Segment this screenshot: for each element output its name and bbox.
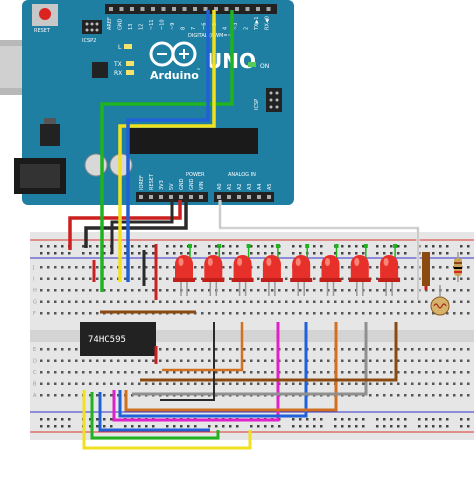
wire-bottom-blue: [98, 392, 210, 432]
row-letter: D: [33, 359, 37, 365]
photoresistor: [422, 252, 450, 316]
brand-label: Arduino: [150, 69, 199, 82]
row-letter: I: [33, 277, 34, 283]
row-letter: G: [33, 300, 37, 306]
power-pin-label: RESET: [149, 173, 155, 190]
wire-bottom-green: [90, 392, 220, 440]
digital-pin-label: AREF: [107, 17, 113, 30]
digital-pin-label: 8: [181, 27, 187, 30]
digital-pin-label: ~6: [202, 23, 208, 30]
analog-pin-label: A5: [267, 183, 273, 190]
digital-pin-label: 12: [139, 24, 145, 30]
tx-label: TX: [113, 61, 122, 68]
analog-header: [214, 192, 274, 202]
l-label: L: [118, 44, 122, 51]
icsp-header: [266, 88, 282, 112]
wire-digital-yellow: [118, 10, 216, 282]
wire-orange: [124, 322, 338, 412]
wire-magenta: [112, 322, 280, 422]
rx-label: RX: [114, 70, 122, 77]
row-letter: B: [33, 382, 37, 388]
digital-pin-label: 4: [223, 27, 229, 30]
row-letter: E: [33, 347, 36, 353]
led: [378, 255, 401, 282]
shift-register-chip: [80, 322, 156, 356]
bottom-header-pins: [139, 195, 271, 199]
rx-led: [126, 70, 134, 75]
power-pin-label: IOREF: [139, 175, 145, 190]
analog-pin-label: A1: [227, 183, 233, 190]
wire-digital-blue: [126, 10, 210, 282]
wire-brown-long: [140, 322, 398, 382]
wire-dark: [160, 322, 215, 401]
analog-pin-label: A2: [237, 183, 243, 190]
wire-bottom-yellow: [82, 390, 252, 450]
digital-pin-label: ~10: [160, 19, 166, 30]
reset-button-cap[interactable]: [39, 8, 51, 20]
usb-chip: [92, 62, 108, 78]
l-led: [124, 44, 132, 49]
wire-gnd-black: [84, 200, 188, 248]
microcontroller: [128, 128, 258, 154]
analog-pin-label: A4: [257, 183, 263, 190]
digital-pin-label: RX◀0: [265, 16, 271, 30]
led: [202, 255, 225, 282]
digital-pin-label: GND: [118, 18, 124, 30]
led: [290, 255, 313, 282]
digital-pin-label: TX▶1: [254, 16, 260, 31]
power-pin-label: VIN: [199, 181, 205, 190]
icsp-label: ICSP: [254, 99, 260, 110]
led: [319, 255, 342, 282]
digital-pin-label: 2: [244, 27, 250, 30]
digital-pin-label: 13: [128, 24, 134, 30]
row-letter: C: [33, 370, 37, 376]
wire-gnd-black-2: [110, 200, 174, 254]
analog-pin-label: A0: [217, 183, 223, 190]
power-pin-label: GND: [179, 178, 185, 190]
digital-pin-label: ~3: [233, 23, 239, 30]
arduino-logo: [149, 41, 197, 67]
wire-gray: [132, 322, 368, 396]
digital-header: [105, 4, 277, 14]
row-letter: J: [32, 265, 34, 271]
power-label: POWER: [186, 172, 205, 178]
digital-pin-label: ~9: [170, 23, 176, 30]
digital-label: DIGITAL (PWM=~): [188, 33, 234, 39]
led: [260, 255, 283, 282]
digital-header-pins: [109, 7, 271, 11]
tx-led: [126, 61, 134, 66]
wire-orange-2: [162, 322, 244, 372]
led: [173, 255, 195, 282]
on-label: ON: [260, 63, 269, 70]
digital-pin-label: ~11: [149, 19, 155, 30]
on-led: [248, 62, 256, 67]
power-pin-label: GND: [189, 178, 195, 190]
reset-label: RESET: [34, 28, 51, 34]
row-letter: F: [33, 311, 36, 317]
led: [348, 255, 371, 282]
wire-blue-long: [118, 322, 308, 418]
row-letter: A: [33, 393, 37, 399]
wire-5v-red: [68, 200, 182, 250]
power-pin-label: 3V3: [159, 180, 165, 190]
digital-pin-label: 7: [191, 27, 197, 30]
chip-label: 74HC595: [88, 335, 126, 345]
row-letter: H: [33, 288, 37, 294]
trademark-label: ™: [196, 68, 201, 74]
icsp2-label: ICSP2: [82, 38, 96, 44]
icsp2-header: [82, 20, 102, 34]
power-pin-label: 5V: [169, 183, 175, 190]
ldr-resistor: [454, 252, 462, 282]
wire-digital-green: [100, 10, 234, 292]
analog-pin-label: A3: [247, 183, 253, 190]
led: [231, 255, 254, 282]
voltage-regulator: [40, 124, 60, 146]
analog-label: ANALOG IN: [228, 172, 256, 178]
